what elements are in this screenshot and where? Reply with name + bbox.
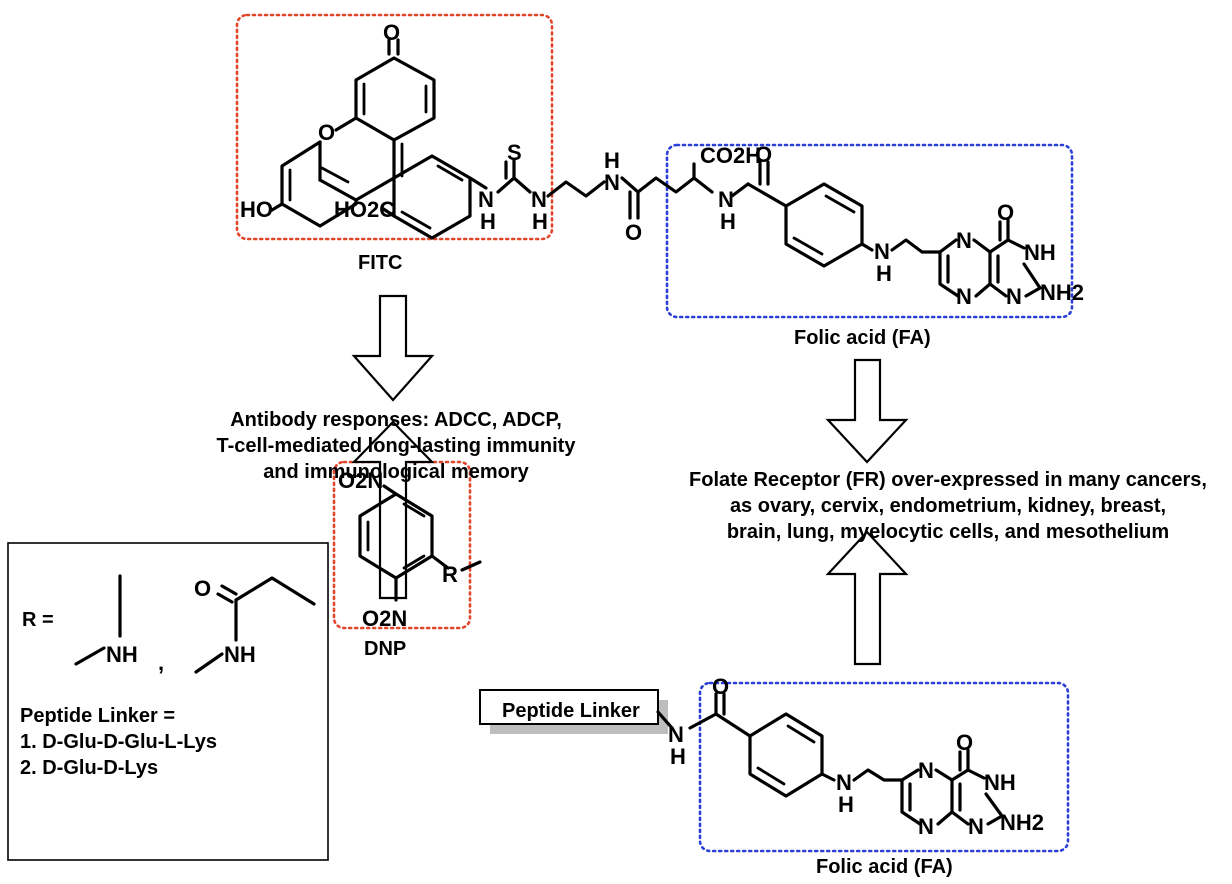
fa-top-atom-h-amide: H [720,209,736,234]
folic-acid-top-label: Folic acid (FA) [794,327,931,349]
antibody-line-1: Antibody responses: ADCC, ADCP, [230,409,562,431]
fa-bottom-atom-n-amine: N [836,770,852,795]
fa-bottom-atom-nh2: NH2 [1000,810,1044,835]
folate-line-2: as ovary, cervix, endometrium, kidney, b… [730,495,1166,517]
dnp-atom-r: R [442,562,458,587]
folate-line-3: brain, lung, myelocytic cells, and mesot… [727,521,1169,543]
antibody-line-3: and immunological memory [263,461,529,483]
dnp-atom-o2n-top: O2N [338,468,383,493]
linker-atom-h: H [604,148,620,173]
legend-box [7,542,329,861]
fa-top-atom-n-amine: N [874,239,890,264]
fa-top-atom-nh: NH [1024,240,1056,265]
peptide-linker-box [479,689,659,725]
folic-acid-bottom-label: Folic acid (FA) [816,856,953,878]
legend-r2-structure [194,576,316,674]
folic-acid-top-region-box [665,143,1074,319]
legend-r2-o: O [194,576,211,601]
fitc-atom-ho: HO [240,197,273,222]
legend-r1-nh: NH [106,642,138,667]
legend-r1-structure [74,574,122,666]
legend-peptide-linker-eq: Peptide Linker = [20,705,175,727]
dnp-region-box [332,460,472,630]
fa-top-atom-h-amine: H [876,261,892,286]
legend-item-2: 2. D-Glu-D-Lys [20,757,158,779]
fitc-region-box [235,13,554,241]
fa-top-atom-nh2: NH2 [1040,280,1084,305]
fa-top-co2h-text: CO2H [700,143,761,168]
fitc-atom-s: S [507,140,522,165]
fitc-atom-ho2c: HO2C [334,197,395,222]
arrow-up-right [825,530,909,666]
fitc-atom-h-left: H [480,209,496,234]
legend-r-equals: R = [22,609,54,631]
fa-bottom-atom-o: O [956,730,973,755]
fitc-atom-o-top: O [383,20,400,45]
folic-acid-bottom-structure [656,692,1004,826]
legend-item-1: 1. D-Glu-D-Glu-L-Lys [20,731,217,753]
linker-atom-n: N [604,170,620,195]
fitc-atom-n-right: N [531,187,547,212]
fa-top-atom-n2: N [956,284,972,309]
fitc-atom-h-right: H [532,209,548,234]
fa-top-atom-o-amide: O [755,142,772,167]
fa-top-atom-n3: N [1006,284,1022,309]
dnp-atom-o2n-bottom: O2N [362,606,407,631]
antibody-line-2: T-cell-mediated long-lasting immunity [217,435,577,457]
fa-top-atom-o: O [997,200,1014,225]
fa-bottom-atom-o-amide: O [712,674,729,699]
fa-bottom-atom-n3: N [968,814,984,839]
arrow-down-right [825,358,909,464]
fitc-structure [270,38,788,240]
fa-top-atom-co2h: CO2H [700,143,761,168]
fa-bottom-atom-nh: NH [984,770,1016,795]
fa-top-atom-n-amide: N [718,187,734,212]
dnp-label: DNP [364,638,406,660]
arrow-down-left [351,294,435,402]
arrow-up-left [351,420,435,600]
fitc-atom-o-ring: O [318,120,335,145]
legend-r2-nh: NH [224,642,256,667]
folic-acid-bottom-region-box [698,681,1070,853]
fa-bottom-atom-h-amide: H [670,744,686,769]
legend-comma: , [158,650,164,675]
peptide-linker-label: Peptide Linker [502,700,640,722]
fa-bottom-atom-n-amide: N [668,722,684,747]
folate-line-1: Folate Receptor (FR) over-expressed in m… [689,469,1207,491]
linker-atom-o: O [625,220,642,245]
folic-acid-top-structure [784,182,1042,298]
fa-bottom-atom-h-amine: H [838,792,854,817]
fa-bottom-atom-n1: N [918,758,934,783]
fa-top-atom-n1: N [956,228,972,253]
fa-bottom-atom-n2: N [918,814,934,839]
dnp-structure [358,484,482,602]
fitc-label: FITC [358,252,402,274]
fitc-atom-n-left: N [478,187,494,212]
